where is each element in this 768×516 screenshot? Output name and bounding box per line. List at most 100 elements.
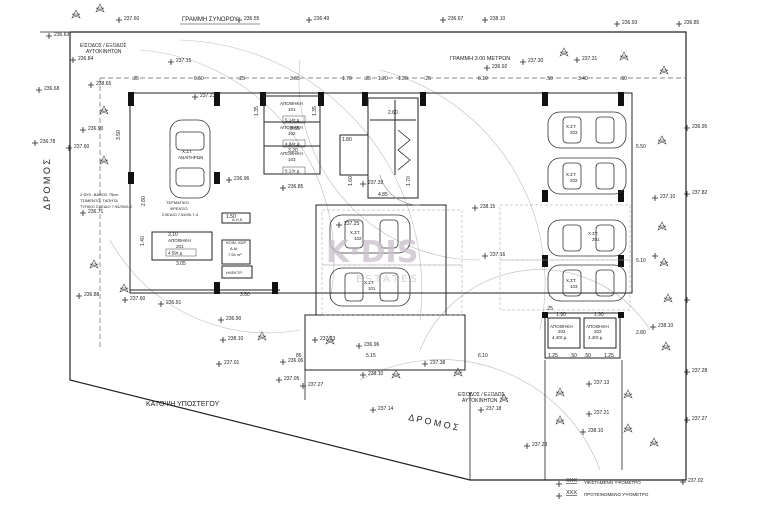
dim-mid-4: 3.50 [240,292,250,298]
legend-proposed-mark: XXX [566,490,577,496]
dim-small-6: .25 [546,306,553,312]
dim-top-3: 1.20 [378,76,388,82]
storage-203-no: 203 [594,329,602,334]
dim-top-2: 1.79 [342,76,352,82]
storage-102-no: 102 [288,131,296,136]
level-27: 237.16 [490,252,506,258]
dim-mid-3: 3.05 [176,261,186,267]
level-43: 237.13 [594,380,610,386]
legend-proposed-label: ΠΡΟΤΕΙΝΟΜΕΝΟ ΥΨΟΜΕΤΡΟ [584,492,649,497]
storage-103-no: 103 [288,157,296,162]
level-42: 237.18 [486,406,502,412]
legend-existing-mark: XXX [566,478,577,484]
storage-101-area-box [282,115,306,124]
level-26: 237.10 [660,194,676,200]
parking-101-1: Χ.ΣΤ. [364,280,375,285]
dim-small-22: .50 [584,353,591,359]
parking-disabled-2: ΑΝΑΠΗΡΩΝ [178,155,203,160]
level-44: 237.21 [594,410,610,416]
level-7: 236.63 [54,32,70,38]
storage-101-no: 101 [288,107,296,112]
dim-small-20: 1.25 [604,353,614,359]
dim-small-10: 1.35 [254,106,260,116]
tank-label-3: ΣΧΕΔΙΟ 7.54/00.7-4 [162,212,199,217]
level-23: 237.31 [582,56,598,62]
level-1: 236.55 [244,16,260,22]
storage-201-no: 201 [176,244,184,249]
left-note-3: ΤΥΠΙΚΟ ΣΧΕΔΙΟ 7.54/00/0-2 [80,204,133,209]
level-5: 236.93 [622,20,638,26]
turning-arcs [109,39,651,471]
level-0: 237.60 [124,16,140,22]
dim-small-9: 1.70 [406,176,412,186]
level-markers [32,17,690,485]
parking-102-2: 102 [354,236,362,241]
level-50: 238.10 [658,323,674,329]
dim-small-7: 1.80 [342,137,352,143]
entrance-top-line2: ΑΥΤΟΚΙΝΗΤΩΝ [86,49,122,55]
level-45: 238.10 [588,428,604,434]
storage-201-area-box [165,248,197,257]
level-25: 237.82 [692,190,708,196]
level-39: 237.38 [430,360,446,366]
cars [169,111,627,307]
site-boundary [69,31,687,481]
car-101 [329,267,411,307]
dim-small-19: 1.25 [548,353,558,359]
technical-rooms [151,212,253,279]
dim-right-0: 5.50 [636,144,646,150]
entrance-bottom-line1: ΕΙΣΟΔΟΣ / ΕΞΟΔΟΣ [458,392,505,398]
level-16: 236.96 [234,176,250,182]
dim-small-1: .25 [238,76,245,82]
columns [128,92,624,318]
parking-203-1: Χ.ΣΤ. [566,124,577,129]
dim-small-0: .25 [132,76,139,82]
entrance-bottom-line2: ΑΥΤΟΚΙΝΗΤΩΝ [462,398,498,404]
level-37: 237.05 [284,376,300,382]
level-41: 237.14 [378,406,394,412]
car-202 [547,157,627,195]
legend-existing-marker [556,481,562,487]
common-label-1: ΚΟΙΝ. ΧΩΡ. [226,240,247,245]
level-48: 237.28 [692,368,708,374]
level-22: 237.30 [528,58,544,64]
level-49: 237.27 [692,416,708,422]
legend-existing-label: ΥΦΙΣΤΑΜΕΝΟ ΥΨΟΜΕΤΡΟ [584,480,641,485]
stair-core [339,97,421,206]
parking-202-1: Χ.ΣΤ. [566,172,577,177]
level-46: 237.23 [532,442,548,448]
dim-right-2: 2.80 [636,330,646,336]
storage-202-area: 4.40τ.μ. [552,335,568,340]
level-47: 237.02 [688,478,704,484]
left-note-2: ΤΣΙΜΕΝΤΟ, ΤΑΠΗΤΑ [80,198,118,203]
dimensions: 6.50 3.65 1.79 1.20 1.20 6.10 3.40 3.65 … [116,76,646,359]
level-36: 236.06 [288,358,304,364]
storage-102-area: 4.84τ.μ. [285,142,301,147]
level-32: 238.10 [228,336,244,342]
level-4: 238.10 [490,16,506,22]
level-35: 237.01 [224,360,240,366]
parking-101-2: 101 [368,286,376,291]
legend: XXX ΥΦΙΣΤΑΜΕΝΟ ΥΨΟΜΕΤΡΟ XXX ΠΡΟΤΕΙΝΟΜΕΝΟ… [556,478,649,499]
dim-top-7: 3.65 [290,126,300,132]
level-values: 237.60 236.55 236.49 236.67 238.10 236.9… [40,16,708,484]
level-9: 237.15 [176,58,192,64]
storage-101-name: ΑΠΟΘΗΚΗ [280,101,303,106]
dim-top-6: 3.40 [578,76,588,82]
dim-top-4: 1.20 [398,76,408,82]
dim-small-23: 85 [296,353,302,359]
storage-201-area: 4.59τ.μ. [168,251,184,256]
storage-203-area: 4.40τ.μ. [588,335,604,340]
left-note-1: 2 ΦΥΛ. ΒΑΘΟΣ 75cm [80,192,119,197]
storage-203-name: ΑΠΟΘΗΚΗ [586,324,609,329]
dim-small-18: 1.90 [594,312,604,318]
level-14: 236.78 [40,139,56,145]
storage-103-area: 5.13τ.μ. [285,169,301,174]
storage-102-name: ΑΠΟΘΗΚΗ [280,125,303,130]
level-19: 237.25 [344,221,360,227]
level-8: 236.84 [78,56,94,62]
parking-103-2: 103 [570,284,578,289]
level-17: 236.85 [288,184,304,190]
parking-201-2: 201 [592,237,600,242]
ahk-label: Α.Η.Κ. [232,217,244,222]
